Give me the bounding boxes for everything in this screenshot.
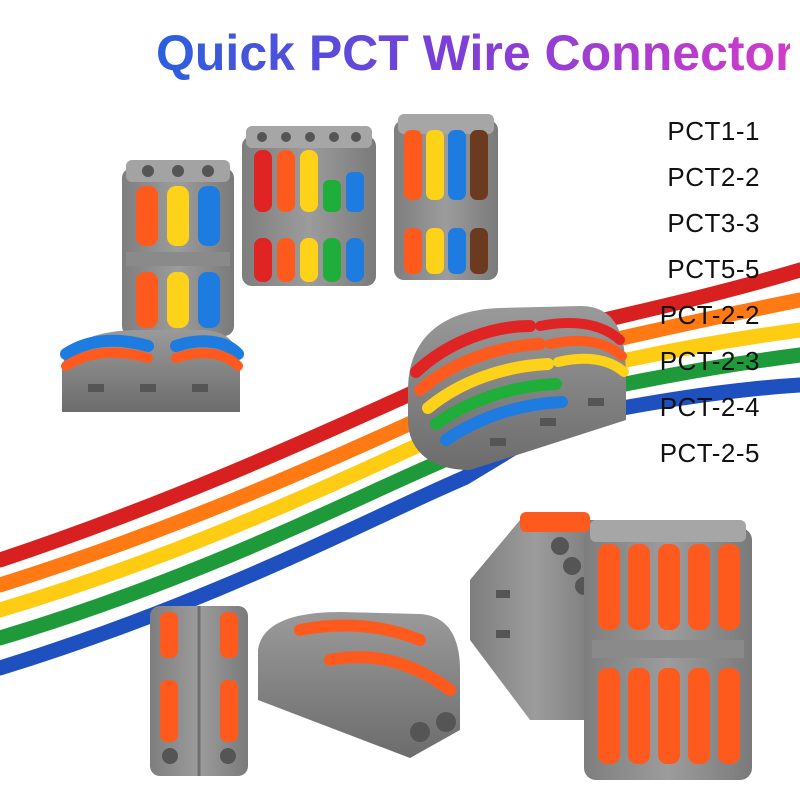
title-outline: Quick PCT Wire Connector	[156, 25, 790, 81]
connector-5-way-multicolor	[242, 126, 376, 286]
connector-2-way-lying	[60, 330, 244, 412]
title-text: Quick PCT Wire Connector	[156, 25, 790, 81]
model-list: PCT1-1 PCT2-2 PCT3-3 PCT5-5 PCT-2-2 PCT-…	[540, 108, 760, 476]
model-label: PCT-2-2	[659, 300, 760, 330]
connector-5-way-with-wires	[408, 306, 629, 470]
product-title: Quick PCT Wire Connector Quick PCT Wire …	[152, 21, 790, 85]
connector-2-way-vertical-pair	[150, 606, 248, 776]
wire-green	[0, 347, 800, 646]
connector-2-way-lying-orange	[258, 612, 460, 758]
connector-3-way-vertical	[122, 160, 234, 336]
connector-4-way-multicolor	[394, 114, 498, 280]
model-label: PCT3-3	[667, 208, 760, 238]
model-label: PCT-2-4	[659, 392, 760, 422]
model-label: PCT1-1	[667, 116, 760, 146]
model-label: PCT5-5	[667, 254, 760, 284]
model-label: PCT-2-3	[659, 346, 760, 376]
model-label: PCT2-2	[667, 162, 760, 192]
connector-5-way-orange	[584, 520, 752, 780]
connector-3-way-side	[470, 512, 600, 720]
model-label: PCT-2-5	[659, 438, 760, 468]
